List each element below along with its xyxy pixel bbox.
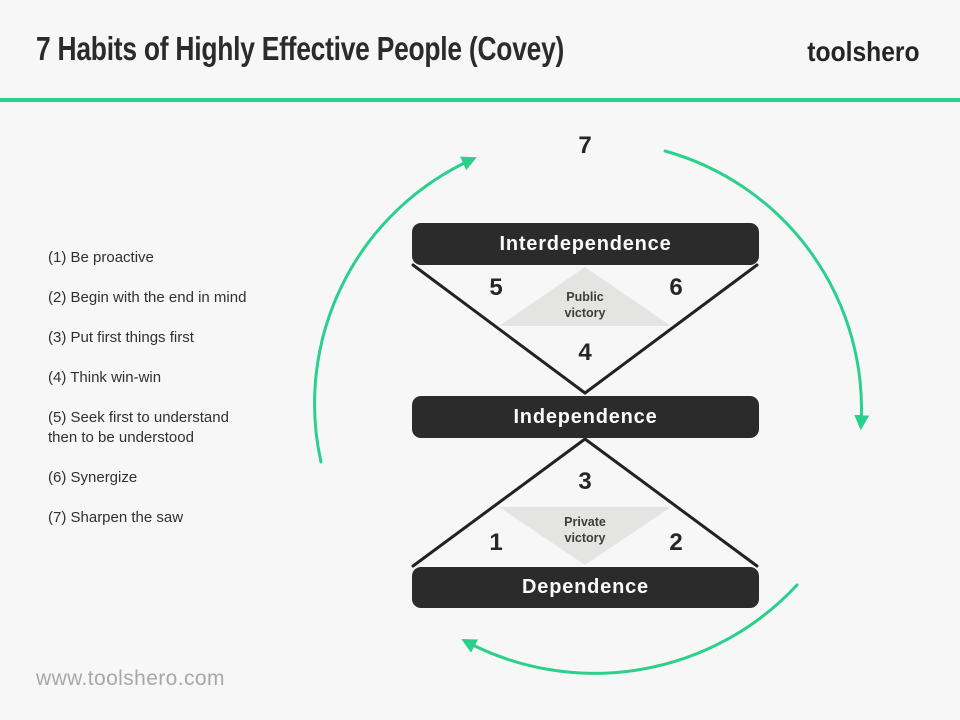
- funnel-line-top-right: [583, 263, 759, 395]
- level-bar-interdependence: Interdependence: [412, 223, 759, 265]
- habit-number-5: 5: [489, 274, 503, 301]
- habit-number-2: 2: [669, 529, 683, 556]
- header-divider: [0, 98, 960, 102]
- page-title: 7 Habits of Highly Effective People (Cov…: [36, 30, 565, 67]
- public-victory-label: Public victory: [564, 290, 606, 320]
- habit-item-4: (4) Think win-win: [48, 369, 162, 386]
- habit-item-7: (7) Sharpen the saw: [48, 509, 184, 526]
- habit-number-1: 1: [489, 529, 503, 556]
- habit-number-3: 3: [578, 468, 592, 495]
- habit-item-2: (2) Begin with the end in mind: [48, 289, 247, 306]
- habit-item-1: (1) Be proactive: [48, 249, 154, 266]
- habit-item-6: (6) Synergize: [48, 469, 138, 486]
- footer-url: www.toolshero.com: [36, 667, 225, 690]
- level-bar-dependence: Dependence: [412, 567, 759, 608]
- habit-number-4: 4: [578, 339, 592, 366]
- funnel-line-bottom-left: [411, 437, 587, 568]
- cycle-arrow-right-icon: [663, 149, 870, 431]
- funnel-line-bottom-right: [583, 437, 759, 568]
- cycle-arrow-bottom-icon: [461, 583, 799, 675]
- habit-number-6: 6: [669, 274, 683, 301]
- level-bar-independence: Independence: [412, 396, 759, 438]
- habit-item-3: (3) Put first things first: [48, 329, 194, 346]
- toolshero-logo: toolshero: [807, 36, 920, 67]
- funnel-line-top-left: [411, 263, 587, 395]
- private-victory-triangle: [499, 507, 671, 565]
- habit-item-5: (5) Seek first to understand then to be …: [48, 409, 229, 446]
- cycle-arrow-left-icon: [313, 156, 477, 464]
- habit-number-7: 7: [578, 132, 592, 159]
- habits-list: (1) Be proactive (2) Begin with the end …: [48, 248, 338, 548]
- private-victory-label: Private victory: [564, 515, 606, 545]
- public-victory-triangle: [499, 267, 671, 326]
